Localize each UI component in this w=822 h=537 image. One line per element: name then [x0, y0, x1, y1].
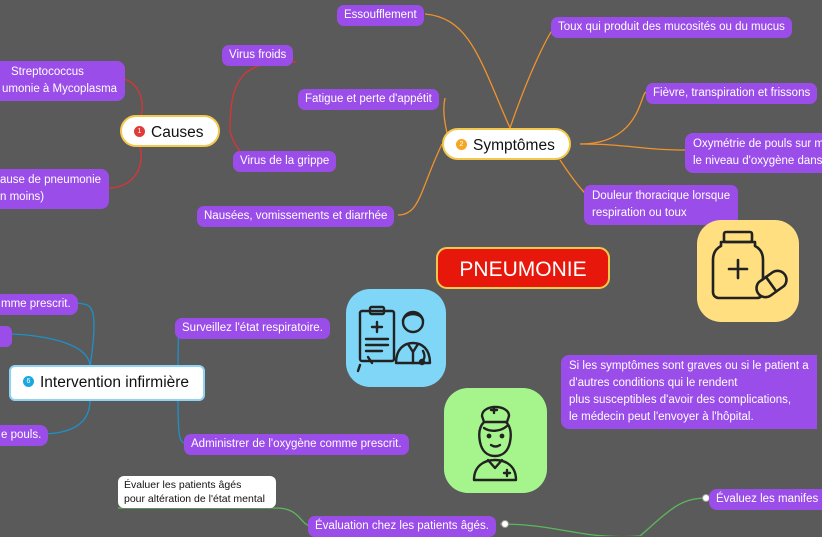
symptom-douleur[interactable]: Douleur thoracique lorsque respiration o… [584, 185, 739, 225]
topic-intervention-infirmiere[interactable]: 6 Intervention infirmière [9, 365, 206, 401]
intervention-administrer[interactable]: Administrer de l'oxygène comme prescrit. [184, 434, 409, 455]
evaluation-note-line2: pour altération de l'état mental [124, 493, 265, 505]
symptom-douleur-line2: respiration ou toux [592, 207, 687, 219]
hospital-note[interactable]: Si les symptômes sont graves ou si le pa… [561, 355, 817, 429]
central-topic[interactable]: PNEUMONIE [436, 247, 610, 289]
intervention-comme-prescrit[interactable]: mme prescrit. [0, 294, 78, 315]
evaluation-note-line1: Évaluer les patients âgés [124, 479, 242, 491]
cause-pneumonie[interactable]: ause de pneumonie n moins) [0, 169, 110, 209]
cause-virus-froids[interactable]: Virus froids [222, 45, 294, 66]
cause-pneumonie-line2: n moins) [0, 191, 45, 203]
hospital-note-line1: Si les symptômes sont graves ou si le pa… [569, 360, 809, 372]
evaluation-collapse-dot[interactable] [501, 520, 509, 528]
topic-causes[interactable]: 1 Causes [120, 115, 220, 147]
evaluation-label[interactable]: Évaluation chez les patients âgés. [308, 516, 496, 537]
medication-tile [697, 220, 799, 322]
cause-streptococcus-line2: umonie à Mycoplasma [2, 83, 118, 95]
nurse-icon [472, 405, 518, 482]
symptom-douleur-line1: Douleur thoracique lorsque [592, 190, 731, 202]
causes-badge: 1 [134, 126, 145, 138]
topic-symptomes[interactable]: 2 Symptômes [442, 128, 571, 160]
doctor-tile [346, 289, 446, 387]
symptom-oxymetrie[interactable]: Oxymétrie de pouls sur m le niveau d'oxy… [685, 133, 822, 173]
nurse-tile [444, 388, 547, 493]
intervention-label: Intervention infirmière [40, 374, 190, 391]
symptom-toux[interactable]: Toux qui produit des mucosités ou du muc… [551, 17, 792, 38]
intervention-pouls[interactable]: e pouls. [0, 425, 49, 446]
evaluation-note[interactable]: Évaluer les patients âgés pour altératio… [118, 476, 276, 508]
hospital-note-line4: le médecin peut l'envoyer à l'hôpital. [569, 411, 754, 423]
hospital-note-line2: d'autres conditions qui le rendent [569, 377, 738, 389]
doctor-clipboard-icon [356, 305, 432, 373]
symptom-fatigue[interactable]: Fatigue et perte d'appétit [298, 89, 439, 110]
cause-pneumonie-line1: ause de pneumonie [0, 174, 102, 186]
medicine-bottle-pill-icon [711, 230, 788, 300]
symptom-nausees[interactable]: Nausées, vomissements et diarrhée [197, 206, 395, 227]
intervention-partial-tag[interactable] [0, 326, 12, 347]
hospital-note-line3: plus susceptibles d'avoir des complicati… [569, 394, 792, 406]
symptom-oxymetrie-line2: le niveau d'oxygène dans [693, 155, 822, 167]
symptom-fievre[interactable]: Fièvre, transpiration et frissons [646, 83, 818, 104]
cause-streptococcus-line1: Streptococcus [11, 66, 84, 78]
intervention-badge: 6 [23, 376, 34, 388]
evaluation-evaluez[interactable]: Évaluez les manifes [709, 489, 822, 510]
intervention-surveillez[interactable]: Surveillez l'état respiratoire. [175, 318, 330, 339]
symptom-oxymetrie-line1: Oxymétrie de pouls sur m [693, 138, 822, 150]
cause-streptococcus[interactable]: Streptococcus umonie à Mycoplasma [0, 61, 126, 101]
causes-label: Causes [151, 124, 204, 141]
cause-virus-grippe[interactable]: Virus de la grippe [233, 151, 337, 172]
symptomes-label: Symptômes [473, 137, 555, 154]
symptomes-badge: 2 [456, 139, 467, 151]
symptom-essoufflement[interactable]: Essoufflement [337, 5, 424, 26]
